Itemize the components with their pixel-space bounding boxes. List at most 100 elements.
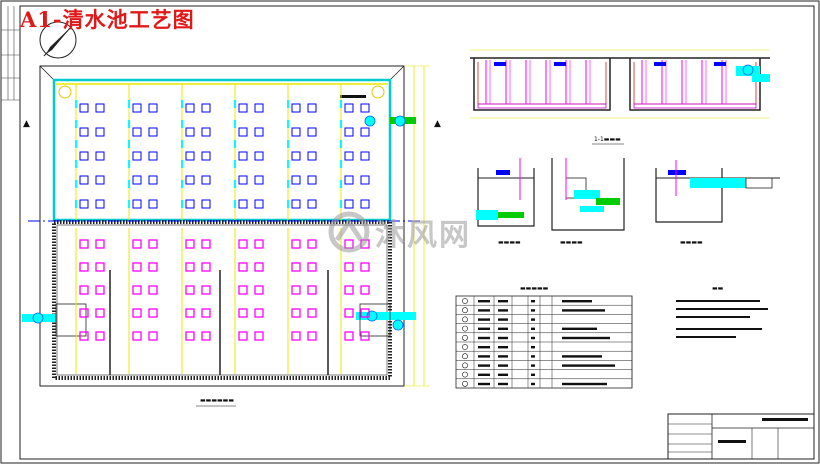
plan-column-lower: [132, 262, 142, 272]
plan-column-upper: [95, 151, 105, 161]
material-item-name: [478, 300, 490, 303]
material-item-number: [462, 371, 468, 378]
detail-section-b: ▬▬▬▬: [551, 158, 625, 246]
plan-column-upper: [132, 175, 142, 185]
plan-column-lower: [185, 239, 195, 249]
plan-column-upper: [185, 103, 195, 113]
plan-column-upper: [307, 127, 317, 137]
plan-column-upper: [344, 127, 354, 137]
outlet-pipe-right: [356, 303, 416, 337]
plan-column-upper: [254, 127, 264, 137]
inner-frame: [19, 5, 815, 460]
material-item-name: [478, 309, 490, 312]
plan-column-lower: [185, 285, 195, 295]
outlet-pipe-left: [22, 303, 87, 337]
plan-column-upper: [254, 175, 264, 185]
material-item-spec: [498, 327, 508, 330]
plan-column-lower: [344, 285, 354, 295]
plan-column-lower: [95, 239, 105, 249]
plan-column-lower: [238, 262, 248, 272]
material-item-name: [478, 382, 490, 386]
plan-column-lower: [307, 239, 317, 249]
mufeng-logo-icon: [328, 211, 370, 253]
plan-column-upper: [291, 175, 301, 185]
plan-column-lower: [95, 285, 105, 295]
material-item-spec: [498, 346, 508, 349]
plan-column-lower: [95, 331, 105, 341]
north-arrow-icon: [39, 21, 77, 59]
material-item-unit: [531, 346, 535, 349]
plan-column-lower: [79, 308, 89, 318]
plan-column-lower: [79, 262, 89, 272]
svg-text:▬▬▬▬: ▬▬▬▬: [498, 239, 521, 246]
plan-column-upper: [238, 151, 248, 161]
plan-column-lower: [201, 262, 211, 272]
north-mark-right: ▲: [434, 119, 441, 129]
material-item-name: [478, 318, 490, 321]
plan-column-lower: [148, 262, 158, 272]
plan-column-upper: [95, 127, 105, 137]
plan-column-upper: [238, 175, 248, 185]
svg-text:1-1▬▬▬: 1-1▬▬▬: [594, 136, 621, 143]
plan-column-upper: [344, 199, 354, 209]
plan-column-grid: [75, 84, 370, 375]
plan-caption: ▬▬▬▬▬▬: [200, 397, 234, 404]
material-item-note: [562, 309, 605, 312]
plan-column-lower: [344, 262, 354, 272]
plan-column-upper: [95, 175, 105, 185]
plan-column-upper: [344, 175, 354, 185]
plan-column-upper: [307, 151, 317, 161]
material-item-spec: [498, 318, 508, 321]
plan-column-lower: [201, 331, 211, 341]
plan-column-lower: [238, 331, 248, 341]
material-item-number: [462, 298, 468, 304]
plan-column-upper: [148, 103, 158, 113]
material-item-note: [562, 355, 602, 358]
plan-column-upper: [344, 151, 354, 161]
material-item-spec: [498, 364, 508, 367]
plan-column-lower: [254, 308, 264, 318]
plan-column-upper: [132, 103, 142, 113]
material-item-spec: [498, 382, 508, 386]
plan-column-upper: [254, 151, 264, 161]
plan-column-upper: [344, 103, 354, 113]
plan-chamfer-left: [39, 65, 55, 81]
section-beam: [654, 62, 666, 66]
section-beam: [554, 62, 566, 66]
plan-column-lower: [307, 285, 317, 295]
svg-text:▬▬▬▬: ▬▬▬▬: [560, 239, 583, 246]
plan-column-upper: [291, 103, 301, 113]
plan-column-lower: [95, 308, 105, 318]
plan-column-lower: [254, 239, 264, 249]
plan-column-upper: [185, 127, 195, 137]
north-mark-left: ▲: [23, 119, 30, 129]
plan-column-lower: [291, 262, 301, 272]
material-item-note: [562, 364, 615, 367]
plan-lower-wall: [52, 220, 392, 380]
section-beam: [714, 62, 726, 66]
plan-column-lower: [79, 331, 89, 341]
binding-strip: [1, 6, 20, 101]
plan-column-upper: [79, 199, 89, 209]
plan-column-lower: [360, 331, 370, 341]
section-1-1: 1-1▬▬▬: [470, 49, 770, 145]
plan-column-upper: [201, 127, 211, 137]
plan-column-lower: [79, 239, 89, 249]
material-item-spec: [498, 355, 508, 358]
material-item-unit: [531, 309, 535, 312]
plan-column-upper: [238, 103, 248, 113]
plan-column-lower: [344, 331, 354, 341]
plan-column-lower: [132, 331, 142, 341]
plan-column-upper: [132, 199, 142, 209]
watermark: 沐风网: [327, 210, 471, 254]
material-item-unit: [531, 355, 535, 358]
plan-column-lower: [238, 285, 248, 295]
material-item-note: [562, 327, 597, 330]
section-beam: [494, 62, 506, 66]
plan-column-lower: [132, 285, 142, 295]
material-item-note: [562, 336, 610, 340]
plan-column-upper: [95, 103, 105, 113]
material-item-spec: [498, 373, 508, 376]
